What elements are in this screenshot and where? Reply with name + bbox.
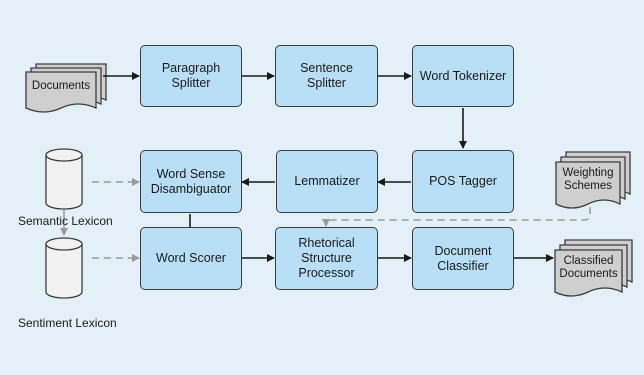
word-tokenizer-box: Word Tokenizer <box>412 45 514 107</box>
word-scorer-box: Word Scorer <box>140 227 242 290</box>
paragraph-splitter-label: Paragraph Splitter <box>161 61 221 90</box>
word-sense-disambiguator-box: Word Sense Disambiguator <box>140 150 242 213</box>
word-sense-disambiguator-label: Word Sense Disambiguator <box>150 166 232 196</box>
classified-documents-stack-icon <box>554 239 633 297</box>
sentence-splitter-label: Sentence Splitter <box>300 61 353 90</box>
classified-documents-label: Classified Documents <box>559 255 618 280</box>
word-tokenizer-label: Word Tokenizer <box>419 68 507 83</box>
pos-tagger-label: POS Tagger <box>429 174 497 188</box>
documents-stack-icon <box>25 63 107 113</box>
sentence-splitter-box: Sentence Splitter <box>275 45 378 107</box>
documents-label: Documents <box>31 79 91 92</box>
document-classifier-label: Document Classifier <box>434 243 492 273</box>
pos-tagger-box: POS Tagger <box>412 150 514 213</box>
document-classifier-box: Document Classifier <box>412 227 514 290</box>
sentiment-lexicon-database-icon <box>45 237 83 299</box>
paragraph-splitter-box: Paragraph Splitter <box>140 45 242 107</box>
rhetorical-structure-processor-label: Rhetorical Structure Processor <box>298 236 355 280</box>
word-scorer-label: Word Scorer <box>156 251 226 265</box>
rhetorical-structure-processor-box: Rhetorical Structure Processor <box>275 227 378 290</box>
semantic-lexicon-label: Semantic Lexicon <box>18 214 113 228</box>
weighting-schemes-stack-icon <box>555 151 631 209</box>
sentiment-lexicon-label: Sentiment Lexicon <box>18 316 117 330</box>
lemmatizer-box: Lemmatizer <box>276 150 378 213</box>
dashed-arrow-weighting-schemes-to-rhetorical-processor <box>325 207 591 227</box>
semantic-lexicon-database-icon <box>45 148 83 210</box>
lemmatizer-label: Lemmatizer <box>294 174 360 188</box>
weighting-schemes-label: Weighting Schemes <box>562 167 614 192</box>
